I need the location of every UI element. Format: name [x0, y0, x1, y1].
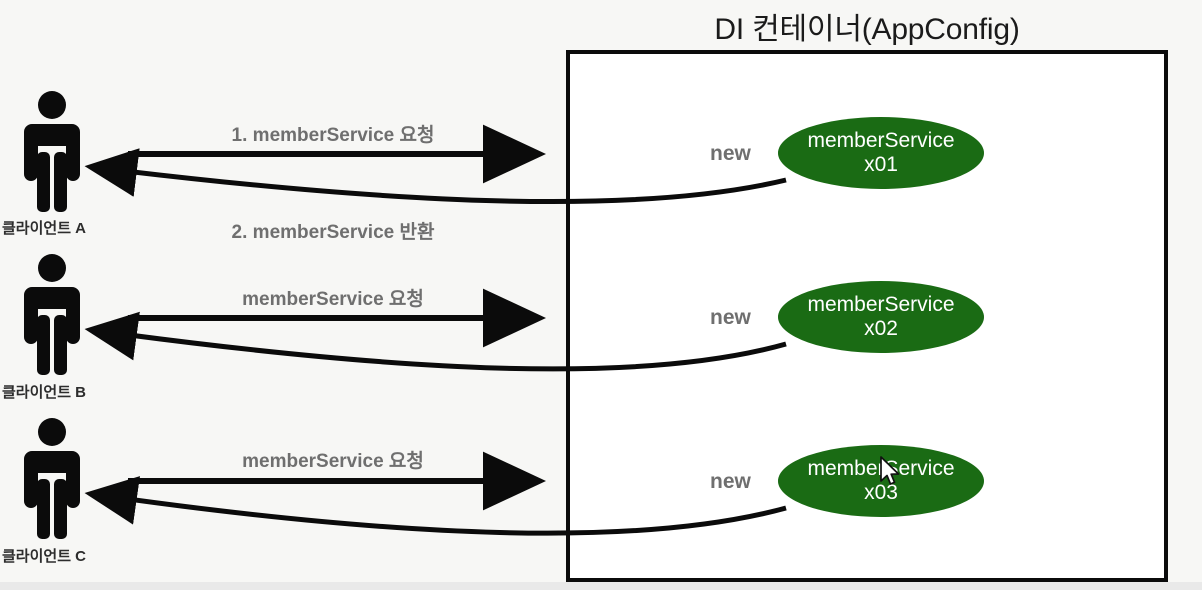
bean-memberservice-x02[interactable]: memberService x02	[778, 281, 984, 353]
return-caption-a: 2. memberService 반환	[231, 222, 435, 243]
client-label-a: 클라이언트 A	[2, 220, 87, 237]
bean-memberservice-x01[interactable]: memberService x01	[778, 117, 984, 189]
client-figure-b	[24, 254, 80, 375]
bean-label-line2: x01	[864, 153, 898, 176]
new-label-c: new	[710, 470, 751, 493]
bean-label-line1: memberService	[807, 292, 955, 316]
bean-label-line2: x02	[864, 317, 898, 340]
client-label-c: 클라이언트 C	[2, 548, 87, 565]
request-caption-c: memberService 요청	[242, 451, 424, 472]
new-label-b: new	[710, 306, 751, 329]
client-label-b: 클라이언트 B	[2, 384, 87, 401]
client-figure-a	[24, 91, 80, 212]
new-label-a: new	[710, 142, 751, 165]
bottom-strip	[0, 582, 1202, 590]
mouse-pointer-icon	[880, 456, 900, 485]
bean-label-line1: memberService	[807, 128, 955, 152]
page-title: DI 컨테이너(AppConfig)	[714, 13, 1020, 46]
client-figure-c	[24, 418, 80, 539]
bean-label-line2: x03	[864, 481, 898, 504]
request-caption-b: memberService 요청	[242, 289, 424, 310]
request-caption-a: 1. memberService 요청	[231, 125, 435, 146]
